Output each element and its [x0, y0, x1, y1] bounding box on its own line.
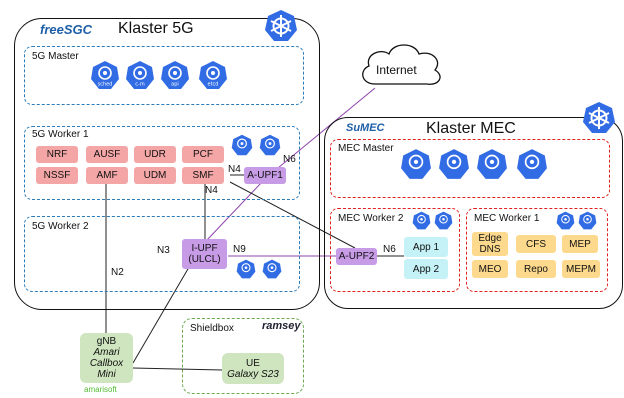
pod-sched-icon: sched — [91, 61, 119, 89]
service-mepm: MEPM — [562, 260, 600, 278]
5g-worker2-title: 5G Worker 2 — [32, 221, 89, 232]
label-n6-internet: N6 — [283, 154, 296, 165]
pod-etcd-icon — [517, 149, 547, 179]
nf-udr: UDR — [134, 146, 176, 163]
shieldbox — [182, 318, 304, 394]
label-n3: N3 — [157, 245, 170, 256]
pod-etcd-icon: etcd — [199, 61, 227, 89]
mec-worker1-node — [466, 208, 608, 292]
i-upf-label: I-UPF — [191, 243, 218, 254]
kubernetes-icon — [265, 10, 297, 41]
ue-model: Galaxy S23 — [227, 368, 279, 380]
service-meo: MEO — [472, 260, 508, 278]
5g-master-node — [24, 46, 304, 105]
svg-text:c-m: c-m — [135, 82, 145, 88]
ramsey-logo: ramsey — [262, 320, 301, 332]
gnb-model-line1: Callbox — [89, 358, 124, 369]
worker-pod-icon — [236, 259, 256, 279]
nf-nssf: NSSF — [36, 167, 78, 184]
ulcl-label: (ULCL) — [188, 254, 221, 265]
gnb-label: gNB — [96, 336, 117, 347]
kubernetes-icon — [583, 102, 615, 133]
label-n2: N2 — [111, 267, 124, 278]
service-repo: Repo — [516, 260, 556, 278]
pod-sched-icon — [401, 149, 431, 179]
mec-worker2-node — [330, 208, 460, 292]
a-upf1: A-UPF1 — [244, 167, 286, 184]
label-n6-apps: N6 — [383, 244, 396, 255]
svg-text:sched: sched — [98, 82, 113, 88]
nf-amf: AMF — [86, 167, 128, 184]
nf-ausf: AUSF — [86, 146, 128, 163]
service-mep: MEP — [562, 235, 598, 253]
worker-pod-icon — [262, 259, 282, 279]
svg-text:api: api — [171, 82, 179, 88]
amarisoft-logo: amarisoft — [84, 385, 117, 394]
service-edge-dns: Edge DNS — [472, 232, 508, 256]
ue-label: UE — [246, 357, 260, 369]
app-1: App 1 — [404, 237, 448, 257]
label-n4-smf-aupf1: N4 — [228, 164, 241, 175]
label-n4-smf-iupf: N4 — [205, 185, 218, 196]
worker-pod-icon — [578, 211, 597, 230]
mec-worker2-title: MEC Worker 2 — [338, 213, 404, 224]
5g-master-title: 5G Master — [32, 51, 79, 62]
worker-pod-icon — [412, 211, 431, 230]
mec-master-title: MEC Master — [338, 143, 394, 154]
gnb-amari-callbox: gNB Amari Callbox Mini — [80, 333, 133, 383]
pod-c-m-icon: c-m — [126, 61, 154, 89]
cluster-5g-title: Klaster 5G — [118, 20, 194, 37]
nf-smf: SMF — [182, 167, 224, 184]
5g-worker1-title: 5G Worker 1 — [32, 129, 89, 140]
pod-api-icon: api — [161, 61, 189, 89]
mec-master-node — [330, 139, 610, 198]
internet-label: Internet — [376, 63, 417, 77]
i-upf-ulcl: I-UPF (ULCL) — [182, 239, 227, 269]
worker-pod-icon — [231, 134, 253, 156]
sumec-logo: SuMEC — [346, 122, 385, 134]
5g-worker1-node — [24, 126, 300, 200]
nf-nrf: NRF — [36, 146, 78, 163]
link-radio — [132, 367, 223, 371]
shieldbox-title: Shieldbox — [190, 323, 234, 334]
worker-pod-icon — [259, 134, 281, 156]
svg-text:etcd: etcd — [208, 82, 219, 88]
pod-c-m-icon — [439, 149, 469, 179]
worker-pod-icon — [556, 211, 575, 230]
mec-worker1-title: MEC Worker 1 — [474, 213, 540, 224]
worker-pod-icon — [434, 211, 453, 230]
internet-cloud-icon — [362, 44, 441, 85]
cluster-5g — [14, 18, 320, 310]
5g-worker2-node — [24, 216, 300, 292]
nf-pcf: PCF — [182, 146, 224, 163]
freesgc-logo: freeSGC — [40, 22, 93, 37]
link-n9-aupf1 — [206, 181, 263, 241]
app-2: App 2 — [404, 259, 448, 279]
service-cfs: CFS — [516, 235, 556, 253]
ue-galaxy-s23: UE Galaxy S23 — [222, 353, 284, 384]
link-n4-smf-aupf2 — [229, 181, 356, 249]
gnb-model-line2: Mini — [97, 369, 116, 380]
cluster-mec-title: Klaster MEC — [426, 120, 516, 137]
pod-api-icon — [477, 149, 507, 179]
cluster-mec — [324, 117, 623, 309]
gnb-vendor-line: Amari — [93, 347, 120, 358]
nf-udm: UDM — [134, 167, 176, 184]
label-n9: N9 — [233, 244, 246, 255]
link-n3 — [132, 261, 193, 364]
a-upf2: A-UPF2 — [336, 248, 377, 265]
